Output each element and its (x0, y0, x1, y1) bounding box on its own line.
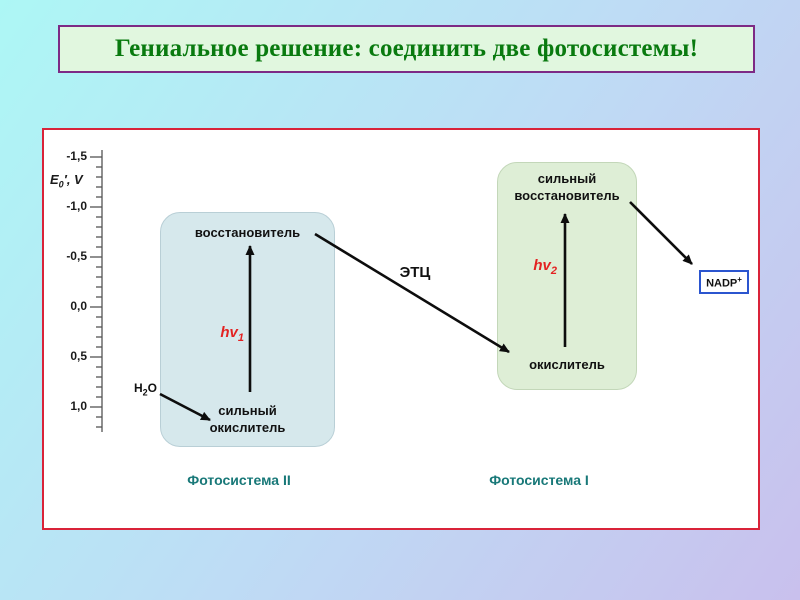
axis-tick-label: 0,0 (70, 299, 87, 313)
axis-tick-label: 0,5 (70, 349, 87, 363)
hv1-label: hv1 (220, 324, 244, 344)
axis-tick-label: 1,0 (70, 399, 87, 413)
ps2-reductant-label: восстановитель (194, 225, 301, 240)
ps1-caption: Фотосистема I (489, 472, 589, 488)
diagram-arrows-layer (90, 150, 693, 432)
title-banner: Гениальное решение: соединить две фотоси… (58, 25, 755, 73)
nadp-box: NADP+ (699, 270, 749, 294)
etc-arrow (314, 232, 510, 354)
axis-tick-label: -1,5 (66, 149, 87, 163)
h2o-label: H2O (133, 381, 157, 398)
diagram-area: -1,5 -1,0 -0,5 0,0 0,5 1,0 E0′, V восста… (44, 130, 758, 528)
ps1-strong-reductant-label: сильный восстановитель (514, 171, 620, 203)
axis-tick-label: -1,0 (66, 199, 87, 213)
photosystem-1-box (497, 162, 637, 390)
diagram-panel: -1,5 -1,0 -0,5 0,0 0,5 1,0 E0′, V восста… (42, 128, 760, 530)
ps1-oxidant-label: окислитель (529, 357, 605, 372)
nadp-label: NADP+ (706, 274, 742, 290)
hv2-label: hv2 (533, 257, 557, 277)
ps2-strong-oxidant-label: сильный окислитель (209, 403, 286, 435)
nadp-arrow (629, 201, 693, 265)
etc-label: ЭТЦ (399, 264, 431, 281)
axis-tick-label: -0,5 (66, 249, 87, 263)
ps2-caption: Фотосистема II (187, 472, 291, 488)
axis-title: E0′, V (50, 172, 83, 190)
slide-title: Гениальное решение: соединить две фотоси… (114, 35, 699, 62)
